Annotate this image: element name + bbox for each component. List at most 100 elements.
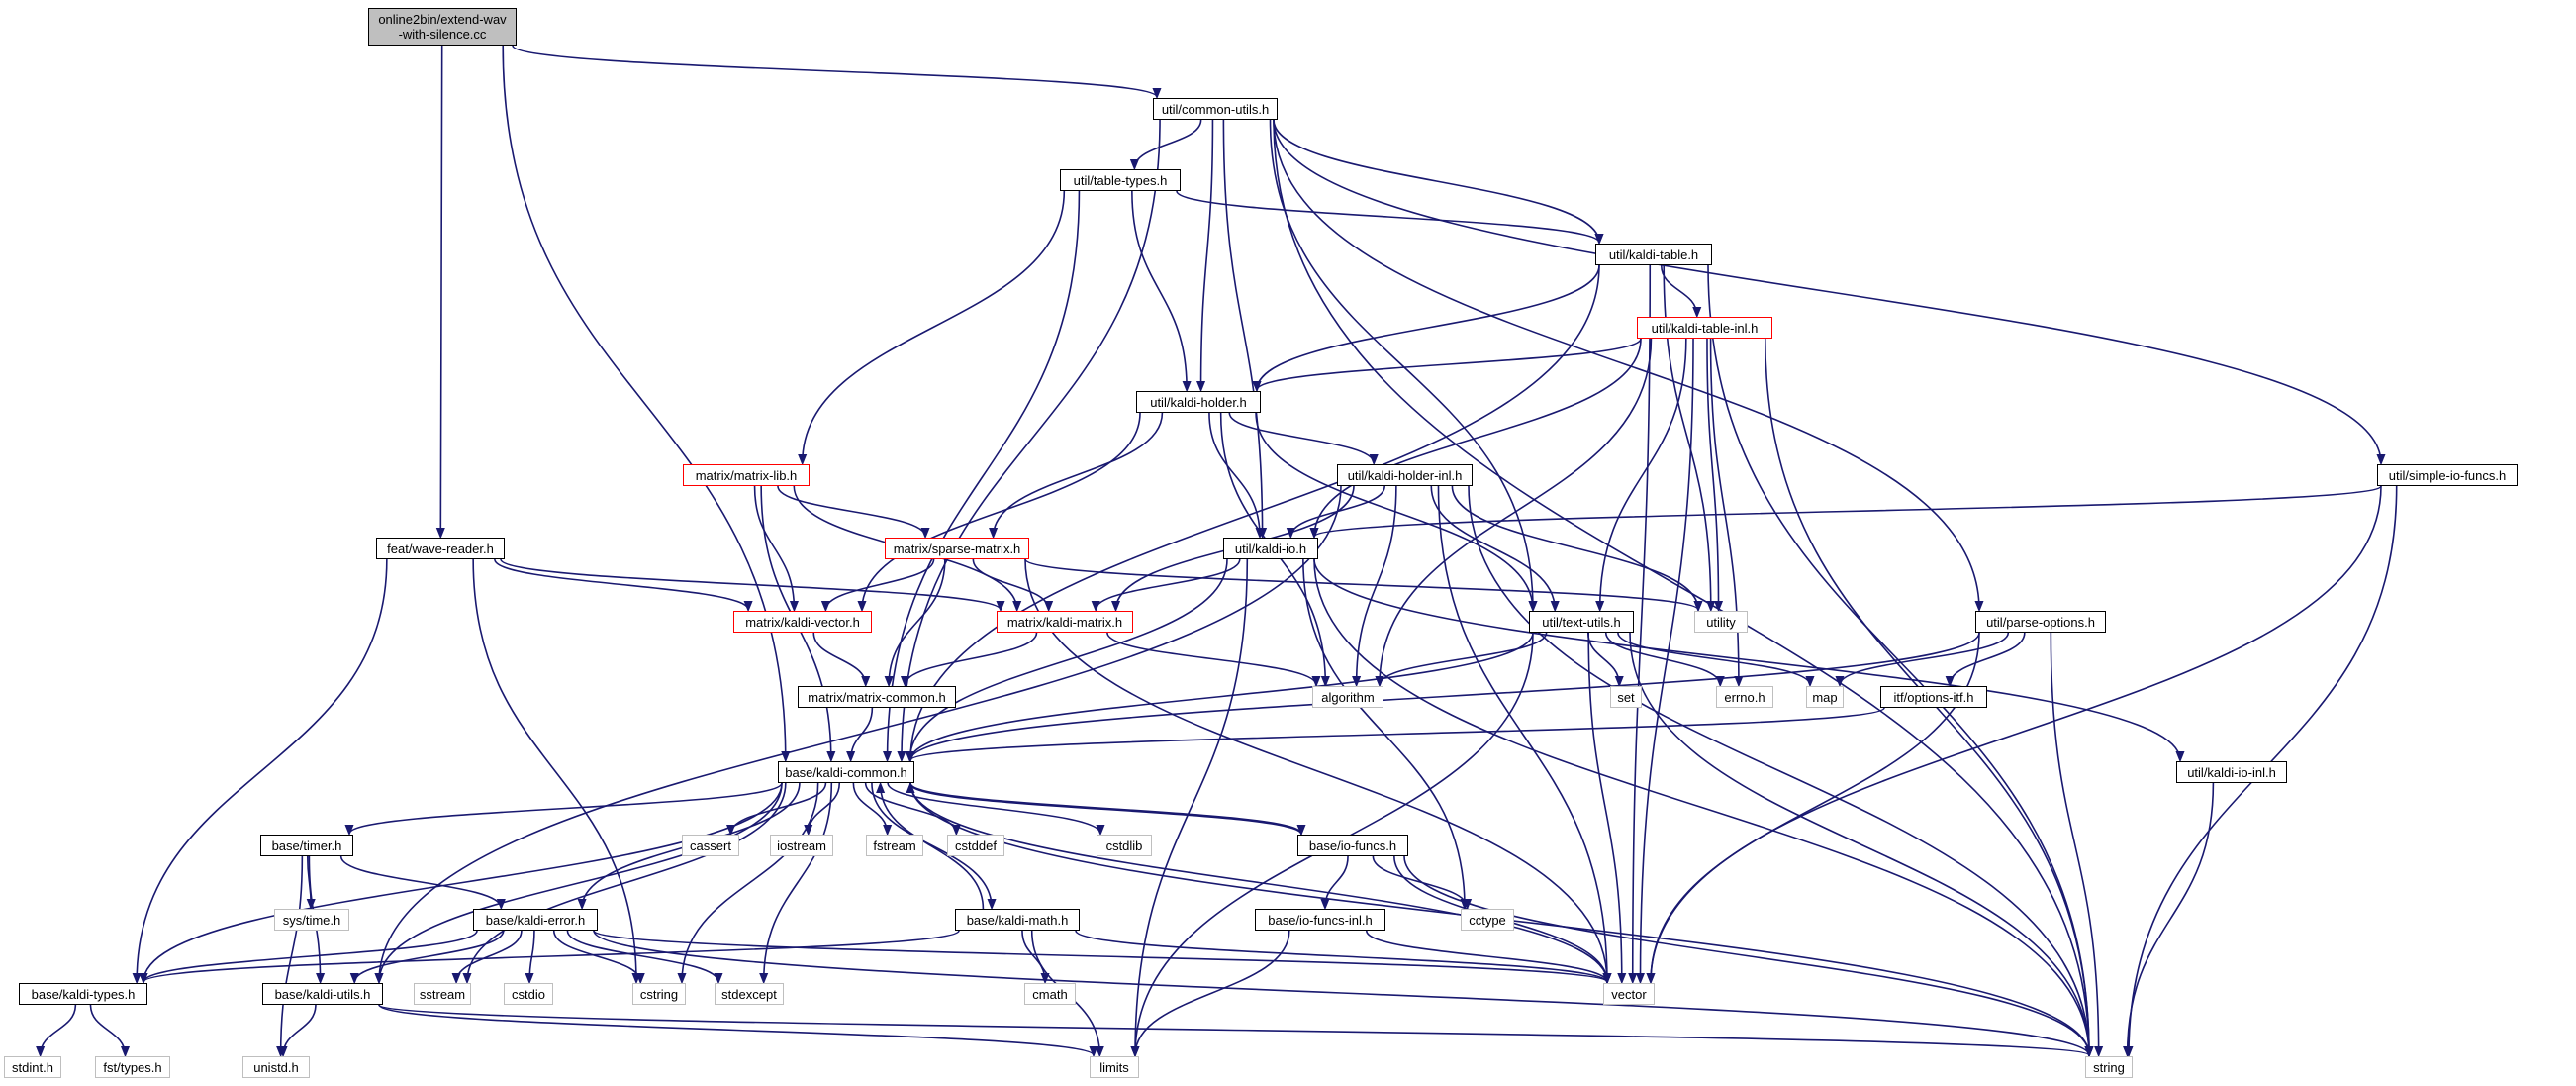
node-matrix-kaldi-matrix[interactable]: matrix/kaldi-matrix.h xyxy=(997,611,1133,633)
edge-kaldi_io-to-limits xyxy=(1135,558,1249,1055)
edge-kaldi_holder-to-text_utils xyxy=(1255,412,1533,610)
node-base-kaldi-common[interactable]: base/kaldi-common.h xyxy=(778,761,914,783)
edge-kaldi_math-to-vector xyxy=(1075,930,1607,982)
edge-kaldi_common-to-kaldi_types xyxy=(143,782,783,982)
edge-table_types-to-kaldi_common xyxy=(888,190,1081,760)
edge-kaldi_vector-to-matrix_common xyxy=(812,632,866,685)
edge-kaldi_table_inl-to-algorithm xyxy=(1380,338,1653,685)
node-cstddef[interactable]: cstddef xyxy=(947,835,1004,856)
node-matrix-kaldi-vector[interactable]: matrix/kaldi-vector.h xyxy=(733,611,872,633)
edge-wave_reader-to-kaldi_types xyxy=(137,558,388,982)
edge-kaldi_error-to-kaldi_types xyxy=(143,930,478,982)
edge-kaldi_holder_inl-to-string xyxy=(1468,485,2089,1055)
node-cctype[interactable]: cctype xyxy=(1461,909,1514,931)
edge-kaldi_error-to-string xyxy=(593,930,2089,1055)
edge-kaldi_error-to-stdexcept xyxy=(566,930,718,982)
edge-kaldi_common-to-fstream xyxy=(852,782,887,834)
node-stdexcept[interactable]: stdexcept xyxy=(715,983,784,1005)
edge-kaldi_io-to-kaldi_io_inl xyxy=(1313,558,2180,760)
node-util-kaldi-table[interactable]: util/kaldi-table.h xyxy=(1595,244,1712,265)
node-util-table-types[interactable]: util/table-types.h xyxy=(1060,169,1181,191)
edge-wave_reader-to-cstring xyxy=(472,558,636,982)
node-string[interactable]: string xyxy=(2085,1056,2133,1078)
edge-options_itf-to-kaldi_common xyxy=(910,707,1885,760)
node-util-kaldi-io-inl[interactable]: util/kaldi-io-inl.h xyxy=(2176,761,2287,783)
node-set[interactable]: set xyxy=(1610,686,1642,708)
edge-io_funcs_inl-to-vector xyxy=(1366,930,1607,982)
edge-kaldi_error-to-cstring xyxy=(552,930,641,982)
node-itf-options-itf[interactable]: itf/options-itf.h xyxy=(1880,686,1987,708)
edge-kaldi_common-to-vector xyxy=(909,782,1607,982)
node-map[interactable]: map xyxy=(1806,686,1844,708)
edge-kaldi_table-to-kaldi_table_inl xyxy=(1660,264,1697,316)
edge-text_utils-to-errno xyxy=(1604,632,1721,685)
edge-kaldi_matrix-to-algorithm xyxy=(1106,632,1316,685)
node-limits[interactable]: limits xyxy=(1090,1056,1139,1078)
edge-kaldi_common-to-cstring xyxy=(682,782,819,982)
edge-kaldi_table_inl-to-errno xyxy=(1709,338,1739,685)
node-util-common-utils[interactable]: util/common-utils.h xyxy=(1153,98,1278,120)
node-util-parse-options[interactable]: util/parse-options.h xyxy=(1975,611,2106,633)
edge-kaldi_table_inl-to-kaldi_io xyxy=(1314,338,1642,537)
edge-kaldi_common-to-io_funcs xyxy=(909,782,1301,834)
node-util-text-utils[interactable]: util/text-utils.h xyxy=(1529,611,1634,633)
node-cmath[interactable]: cmath xyxy=(1024,983,1076,1005)
node-base-kaldi-math[interactable]: base/kaldi-math.h xyxy=(955,909,1080,931)
edge-common_utils-to-kaldi_table xyxy=(1273,119,1599,243)
node-stdint-h[interactable]: stdint.h xyxy=(4,1056,61,1078)
node-feat-wave-reader[interactable]: feat/wave-reader.h xyxy=(376,538,505,559)
edge-kaldi_error-to-sstream xyxy=(456,930,523,982)
node-base-kaldi-error[interactable]: base/kaldi-error.h xyxy=(473,909,598,931)
edge-io_funcs-to-io_funcs_inl xyxy=(1325,855,1349,908)
node-cstdio[interactable]: cstdio xyxy=(504,983,553,1005)
node-utility[interactable]: utility xyxy=(1694,611,1748,633)
edge-simple_io-to-kaldi_io xyxy=(1314,485,2382,537)
edge-text_utils-to-algorithm xyxy=(1380,632,1548,685)
edge-io_funcs-to-kaldi_common xyxy=(910,784,1302,836)
node-vector[interactable]: vector xyxy=(1603,983,1655,1005)
node-base-timer[interactable]: base/timer.h xyxy=(260,835,353,856)
node-iostream[interactable]: iostream xyxy=(770,835,833,856)
node-util-kaldi-holder[interactable]: util/kaldi-holder.h xyxy=(1136,391,1261,413)
edge-kaldi_common-to-iostream xyxy=(809,782,841,834)
edge-sparse_matrix-to-vector xyxy=(1024,558,1607,982)
node-base-io-funcs-inl[interactable]: base/io-funcs-inl.h xyxy=(1255,909,1385,931)
edge-kaldi_table_inl-to-text_utils xyxy=(1600,338,1687,610)
node-sstream[interactable]: sstream xyxy=(414,983,471,1005)
node-util-simple-io-funcs[interactable]: util/simple-io-funcs.h xyxy=(2377,464,2518,486)
edge-common_utils-to-kaldi_io xyxy=(1222,119,1262,537)
edge-common_utils-to-kaldi_common xyxy=(902,119,1161,760)
edge-sparse_matrix-to-utility xyxy=(1024,558,1698,610)
edge-kaldi_io-to-kaldi_matrix xyxy=(1096,558,1241,610)
edge-common_utils-to-string xyxy=(1273,119,2089,1055)
node-errno-h[interactable]: errno.h xyxy=(1716,686,1773,708)
node-sys-time-h[interactable]: sys/time.h xyxy=(274,909,349,931)
edge-kaldi_holder_inl-to-utility xyxy=(1451,485,1698,610)
node-util-kaldi-table-inl[interactable]: util/kaldi-table-inl.h xyxy=(1637,317,1772,339)
node-cassert[interactable]: cassert xyxy=(682,835,739,856)
edge-text_utils-to-kaldi_common xyxy=(910,632,1534,760)
edge-kaldi_common-to-kaldi_math xyxy=(871,782,992,908)
node-root-file[interactable]: online2bin/extend-wav -with-silence.cc xyxy=(368,8,517,46)
node-util-kaldi-io[interactable]: util/kaldi-io.h xyxy=(1223,538,1318,559)
node-matrix-matrix-common[interactable]: matrix/matrix-common.h xyxy=(798,686,956,708)
node-algorithm[interactable]: algorithm xyxy=(1312,686,1383,708)
edge-kaldi_error-to-vector xyxy=(593,930,1607,982)
node-base-kaldi-types[interactable]: base/kaldi-types.h xyxy=(19,983,147,1005)
edge-text_utils-to-map xyxy=(1617,632,1810,685)
node-util-kaldi-holder-inl[interactable]: util/kaldi-holder-inl.h xyxy=(1337,464,1473,486)
node-fst-types-h[interactable]: fst/types.h xyxy=(95,1056,170,1078)
node-base-io-funcs[interactable]: base/io-funcs.h xyxy=(1297,835,1408,856)
edge-kaldi_holder_inl-to-kaldi_utils xyxy=(379,485,1342,982)
node-fstream[interactable]: fstream xyxy=(866,835,923,856)
node-cstdlib[interactable]: cstdlib xyxy=(1097,835,1152,856)
node-matrix-matrix-lib[interactable]: matrix/matrix-lib.h xyxy=(683,464,810,486)
node-cstring[interactable]: cstring xyxy=(632,983,686,1005)
node-matrix-sparse-matrix[interactable]: matrix/sparse-matrix.h xyxy=(885,538,1029,559)
edge-kaldi_matrix-to-matrix_common xyxy=(906,632,1038,685)
node-base-kaldi-utils[interactable]: base/kaldi-utils.h xyxy=(262,983,383,1005)
edge-wave_reader-to-kaldi_vector xyxy=(494,558,748,610)
node-unistd-h[interactable]: unistd.h xyxy=(242,1056,310,1078)
edge-kaldi_error-to-kaldi_utils xyxy=(354,930,505,982)
